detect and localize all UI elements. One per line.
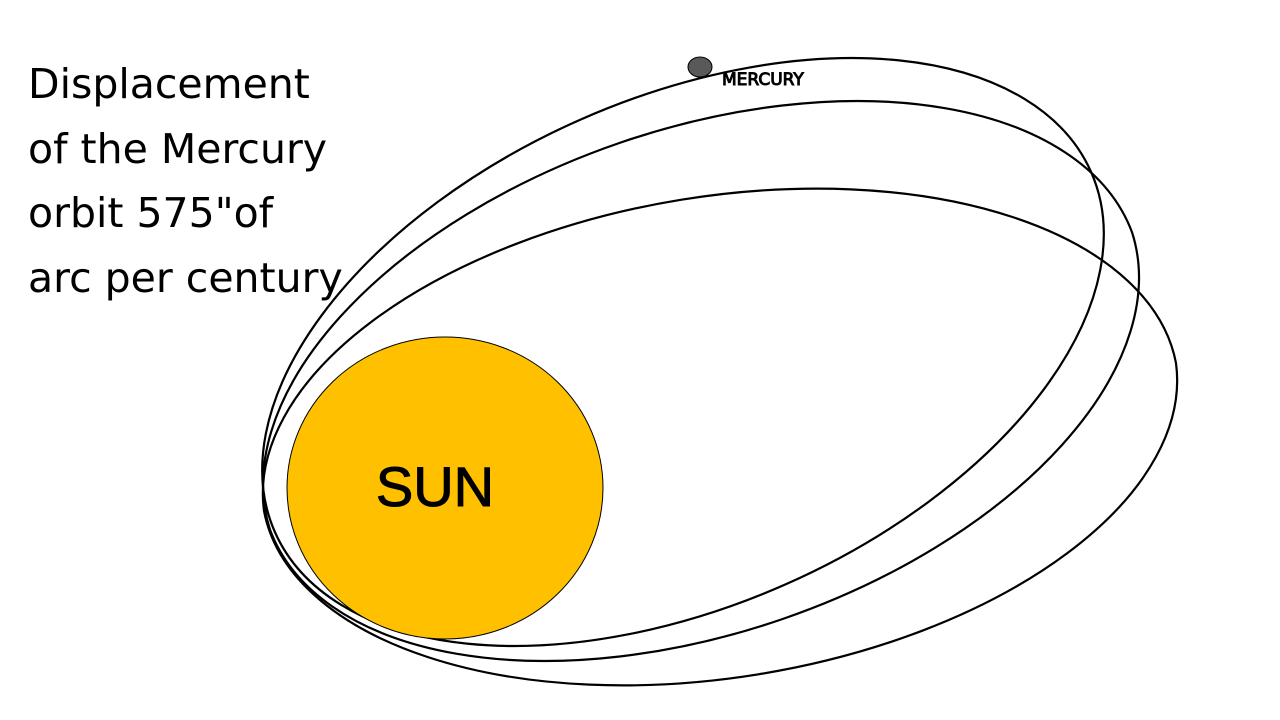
orbit-2 — [261, 99, 1141, 663]
sun-label: SUN — [376, 455, 494, 518]
diagram-title: Displacement of the Mercury orbit 575"of… — [28, 52, 343, 310]
title-line: Displacement — [28, 60, 310, 108]
sun — [286, 336, 604, 640]
mercury-planet — [687, 56, 713, 78]
title-line: arc per century — [28, 253, 343, 302]
orbit-3 — [261, 187, 1179, 687]
title-line: orbit 575"of — [28, 189, 274, 237]
mercury-label: MERCURY — [722, 70, 804, 90]
title-line: of the Mercury — [28, 124, 328, 173]
